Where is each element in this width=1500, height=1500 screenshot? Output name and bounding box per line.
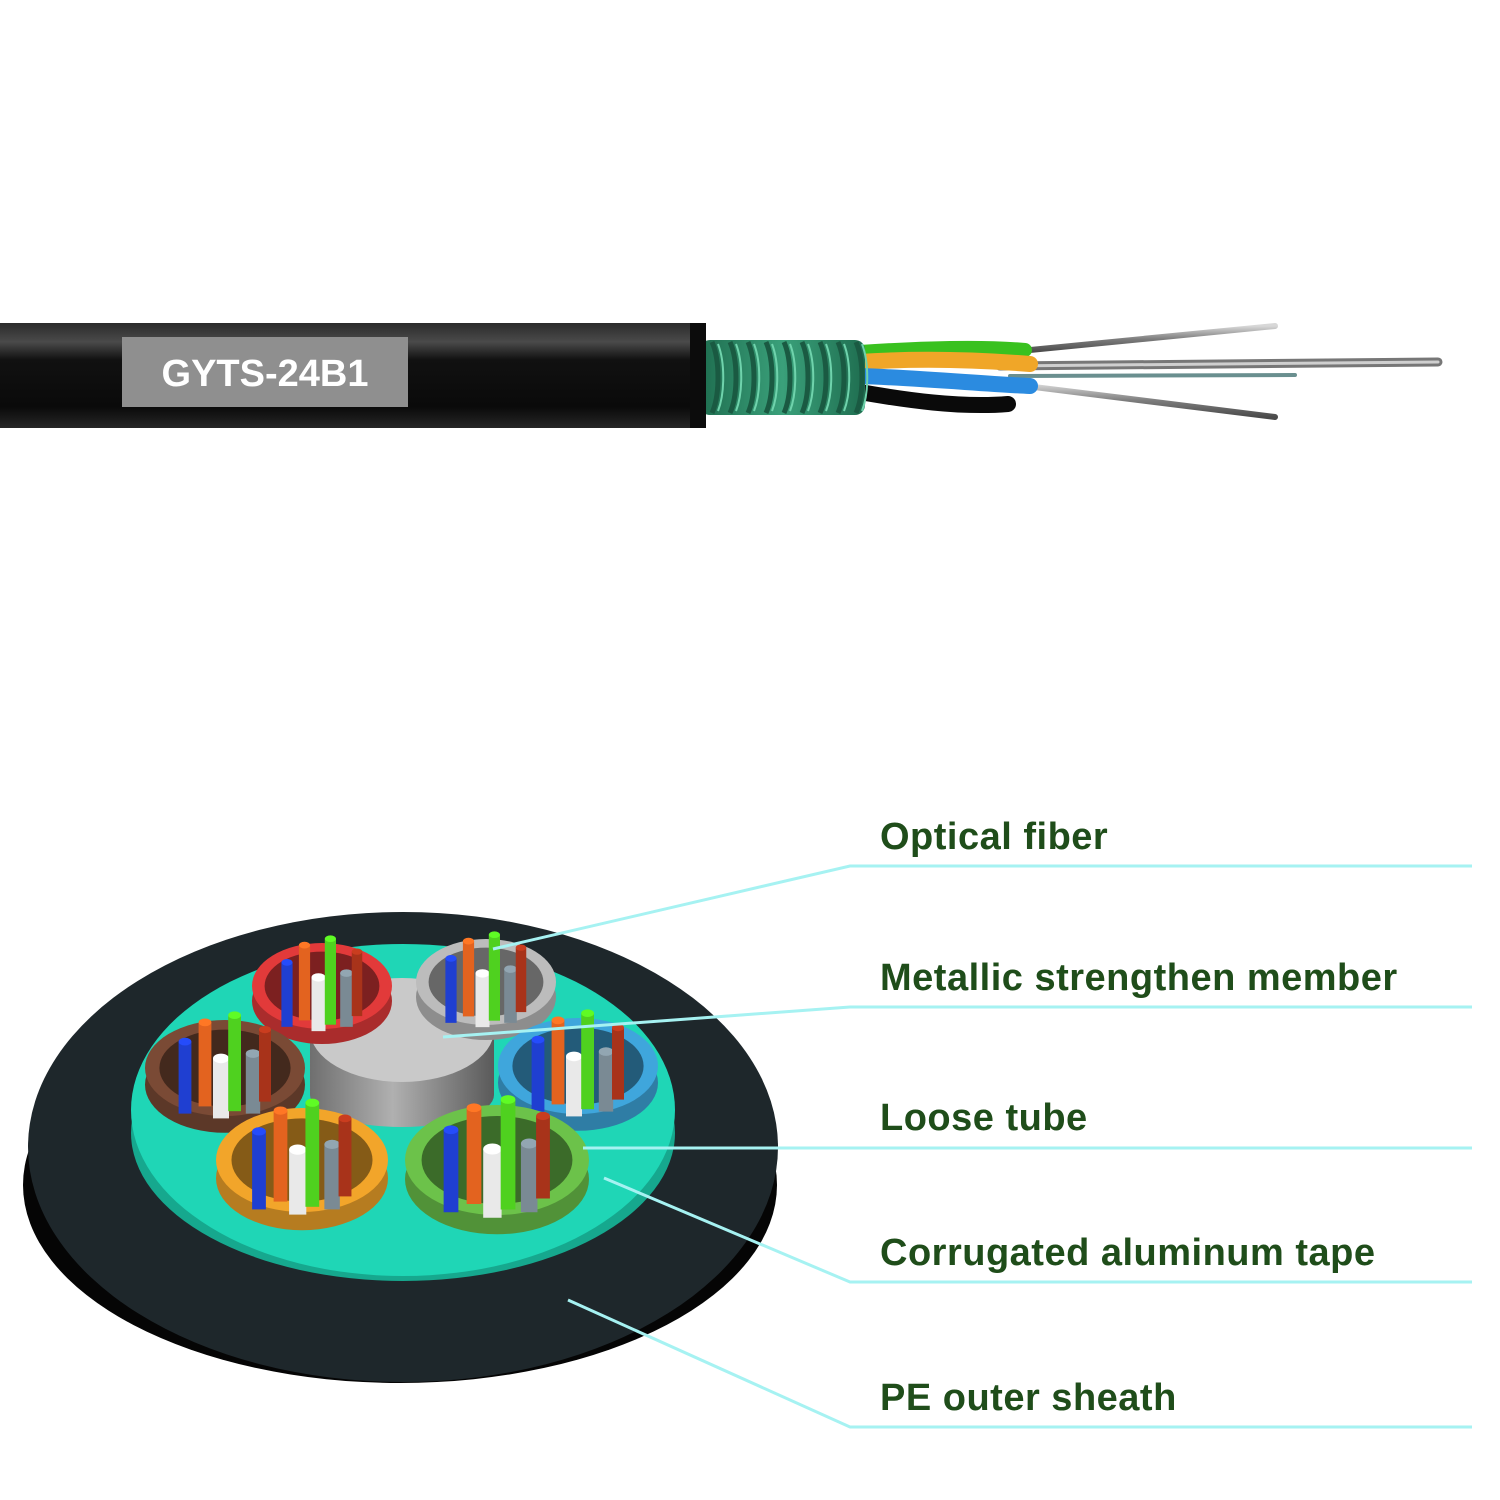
fiber [504,969,517,1023]
leader-optical-fiber [493,866,1472,949]
fiber [476,973,490,1027]
fiber [274,1111,288,1202]
fiber [259,1030,271,1102]
fiber [532,1040,545,1112]
fiber [599,1052,613,1112]
fiber [501,1100,516,1210]
fiber [339,1118,352,1196]
fiber [566,1056,582,1116]
fiber [516,948,527,1013]
fiber [325,939,336,1025]
fiber [246,1054,260,1114]
fiber [444,1130,459,1213]
fiber [467,1108,482,1204]
fiber [305,1103,319,1207]
exposed-fibers [1000,326,1438,417]
fiber [213,1058,229,1118]
fiber [179,1042,192,1114]
fiber [552,1020,565,1104]
fiber [312,977,326,1031]
fiber [612,1028,624,1100]
corrugated-armor-section [700,340,867,415]
fiber [228,1015,241,1111]
fiber [340,973,353,1027]
fiber [536,1116,550,1199]
fiber [352,952,363,1017]
callout-labels: Optical fiber Metallic strengthen member… [880,816,1398,1419]
fiber [299,945,310,1020]
fiber [324,1144,339,1209]
fiber [199,1022,212,1106]
label-loose-tube: Loose tube [880,1097,1088,1139]
cable-print-text: GYTS-24B1 [162,353,369,395]
fiber [463,941,474,1016]
fiber [289,1150,306,1215]
fiber [281,962,292,1027]
label-metallic-strengthen-member: Metallic strengthen member [880,957,1398,999]
fiber [483,1149,501,1218]
exposed-loose-tubes [860,348,1030,405]
fiber [445,958,456,1023]
fiber [521,1144,538,1213]
label-pe-outer-sheath: PE outer sheath [880,1377,1177,1419]
label-optical-fiber: Optical fiber [880,816,1108,858]
cable-photo: GYTS-24B1 [0,323,1438,428]
fiber [252,1131,266,1209]
label-corrugated-aluminum-tape: Corrugated aluminum tape [880,1232,1376,1274]
